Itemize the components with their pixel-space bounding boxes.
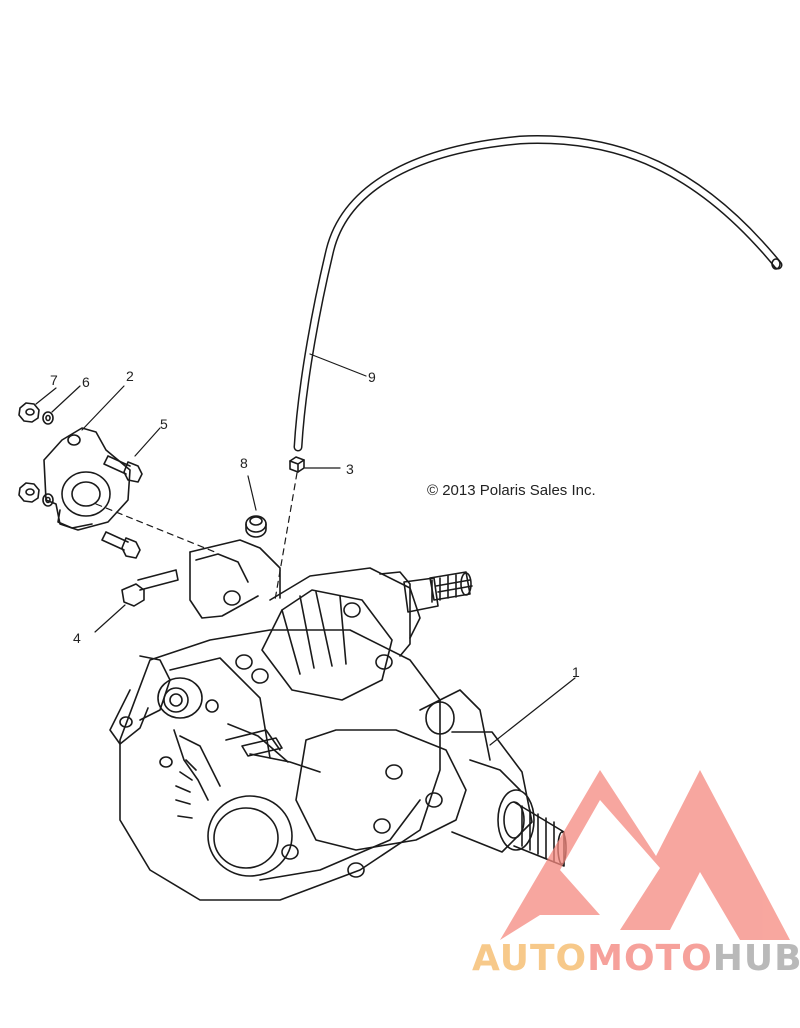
transfer-case-part-1 <box>109 539 567 901</box>
callout-8: 8 <box>240 455 248 471</box>
bolt-part-5-upper <box>103 455 143 483</box>
fitting-part-3 <box>289 456 305 473</box>
callout-3: 3 <box>346 461 354 477</box>
watermark-moto: MOTO <box>587 938 713 979</box>
logo-mark <box>500 770 790 940</box>
bolt-part-4 <box>121 569 179 607</box>
vent-hose-part-9 <box>293 135 783 452</box>
watermark-auto: AUTO <box>472 938 588 979</box>
sensor-part-2 <box>43 427 131 531</box>
callout-5: 5 <box>160 416 168 432</box>
watermark-hub: HUB <box>712 938 800 979</box>
copyright-text: © 2013 Polaris Sales Inc. <box>427 482 596 499</box>
bolt-part-5-lower <box>101 531 141 559</box>
callout-2: 2 <box>126 368 134 384</box>
callout-4: 4 <box>73 630 81 646</box>
watermark-text: AUTOMOTOHUB <box>472 938 800 979</box>
bushing-part-8 <box>245 515 267 538</box>
callout-6: 6 <box>82 374 90 390</box>
leader-lines <box>35 353 576 746</box>
callout-7: 7 <box>50 372 58 388</box>
callout-9: 9 <box>368 369 376 385</box>
callout-1: 1 <box>572 664 580 680</box>
assembly-lines <box>95 472 298 601</box>
